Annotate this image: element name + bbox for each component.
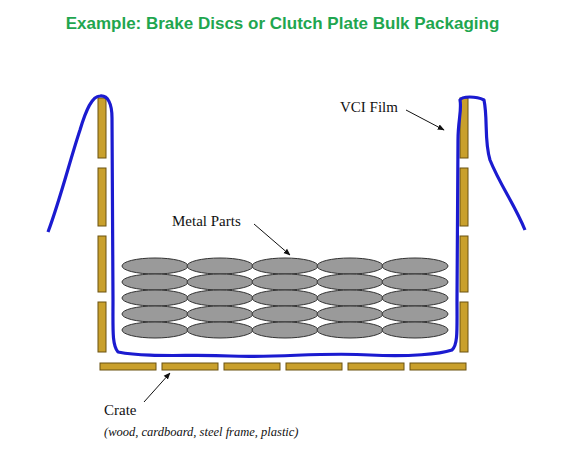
metal-disc — [382, 322, 448, 338]
metal-disc — [252, 258, 318, 274]
metal-disc — [317, 290, 383, 306]
crate-slat — [98, 98, 106, 158]
part-label: Crate — [104, 402, 136, 419]
metal-disc — [317, 274, 383, 290]
metal-disc — [252, 306, 318, 322]
metal-disc — [382, 258, 448, 274]
metal-disc — [187, 322, 253, 338]
crate-slat — [348, 363, 404, 370]
metal-disc — [122, 290, 188, 306]
metal-disc — [122, 306, 188, 322]
metal-disc — [122, 258, 188, 274]
metal-disc — [317, 306, 383, 322]
part-label: Metal Parts — [172, 213, 241, 230]
metal-disc — [252, 290, 318, 306]
leader-arrow — [254, 224, 290, 255]
part-label: VCI Film — [340, 99, 398, 116]
metal-disc — [252, 274, 318, 290]
crate-slat — [460, 302, 468, 352]
crate-slat — [100, 363, 156, 370]
vci-film — [48, 96, 525, 356]
crate-slat — [98, 302, 106, 352]
metal-parts — [122, 258, 448, 338]
metal-disc — [122, 322, 188, 338]
metal-disc — [187, 306, 253, 322]
metal-disc — [382, 306, 448, 322]
metal-disc — [317, 258, 383, 274]
metal-disc — [252, 322, 318, 338]
crate-slat — [98, 168, 106, 226]
title: Example: Brake Discs or Clutch Plate Bul… — [66, 14, 500, 34]
leader-arrow — [406, 110, 444, 130]
note-text: (wood, cardboard, steel frame, plastic) — [104, 425, 299, 440]
crate-walls — [98, 98, 468, 370]
crate-slat — [460, 168, 468, 226]
crate-slat — [460, 236, 468, 292]
metal-disc — [382, 274, 448, 290]
metal-disc — [187, 290, 253, 306]
crate-slat — [286, 363, 342, 370]
crate-slat — [162, 363, 218, 370]
metal-disc — [317, 322, 383, 338]
metal-disc — [187, 274, 253, 290]
metal-disc — [122, 274, 188, 290]
crate-slat — [410, 363, 466, 370]
metal-disc — [382, 290, 448, 306]
leader-arrow — [144, 373, 170, 402]
crate-slat — [98, 236, 106, 292]
crate-slat — [224, 363, 280, 370]
metal-disc — [187, 258, 253, 274]
